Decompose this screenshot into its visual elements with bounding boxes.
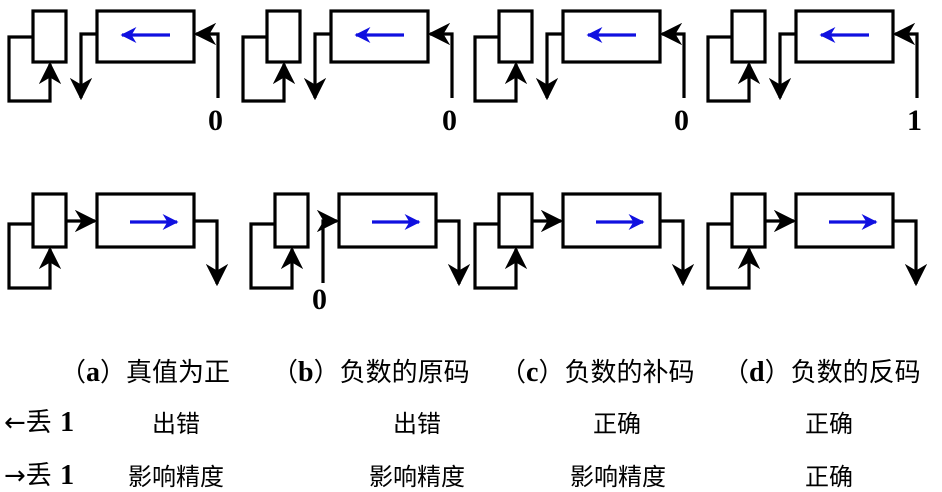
sign-feedback-arrow bbox=[7, 222, 62, 290]
shift-out-arrow bbox=[893, 219, 928, 287]
fill-bit-a-left: 0 bbox=[208, 104, 223, 137]
left-shift-diagrams bbox=[7, 9, 919, 103]
fill-bit-d-left: 1 bbox=[907, 104, 922, 137]
shift-out-arrow bbox=[768, 32, 796, 101]
sign-bit-box bbox=[273, 192, 310, 249]
sign-feedback-arrow bbox=[706, 35, 761, 103]
caption-d: （d）负数的反码 bbox=[723, 357, 921, 388]
cell-right-d: 正确 bbox=[805, 463, 853, 491]
sign-feedback-arrow bbox=[249, 222, 304, 290]
fill-bit-c-left: 0 bbox=[674, 104, 689, 137]
cell-left-b: 出错 bbox=[393, 410, 441, 438]
sign-feedback-arrow bbox=[706, 222, 761, 290]
caption-a: （a）真值为正 bbox=[60, 357, 231, 388]
left-shift-diagram-b bbox=[241, 9, 454, 103]
fill-in-arrow bbox=[659, 22, 686, 98]
fill-in-arrow bbox=[892, 22, 919, 98]
cell-right-c: 影响精度 bbox=[570, 463, 666, 491]
right-shift-diagram-c bbox=[473, 192, 695, 290]
sign-feedback-arrow bbox=[7, 35, 62, 103]
shift-out-arrow bbox=[69, 32, 97, 101]
shift-out-arrow bbox=[194, 219, 229, 287]
fill-in-arrow bbox=[427, 22, 454, 98]
row-label-right-shift: →丢 1 bbox=[4, 460, 75, 491]
sign-feedback-arrow bbox=[241, 35, 296, 103]
caption-b: （b）负数的原码 bbox=[272, 357, 470, 388]
shift-out-arrow bbox=[436, 219, 471, 287]
right-arrow-icon: → bbox=[4, 461, 26, 491]
sign-feedback-arrow bbox=[473, 222, 528, 290]
caption-c: （c）负数的补码 bbox=[500, 357, 695, 388]
left-shift-diagram-c bbox=[473, 9, 686, 103]
row-label-left-shift: ←丢 1 bbox=[4, 407, 75, 438]
cell-right-a: 影响精度 bbox=[128, 463, 224, 491]
shift-out-arrow bbox=[303, 32, 331, 101]
sign-bit-box bbox=[265, 9, 302, 64]
fill-in-arrow bbox=[193, 22, 220, 98]
left-shift-diagram-a bbox=[7, 9, 220, 103]
sign-bit-box bbox=[31, 192, 68, 249]
cell-left-d: 正确 bbox=[805, 410, 853, 438]
right-shift-diagram-b bbox=[249, 192, 471, 290]
left-arrow-icon: ← bbox=[4, 408, 26, 438]
sign-bit-box bbox=[31, 9, 68, 64]
right-shift-diagram-d bbox=[706, 192, 928, 290]
sign-bit-box bbox=[497, 192, 534, 249]
left-shift-diagram-d bbox=[706, 9, 919, 103]
cell-left-a: 出错 bbox=[152, 410, 200, 438]
right-shift-diagram-a bbox=[7, 192, 229, 290]
right-shift-diagrams bbox=[7, 192, 928, 290]
fill-bit-b-left: 0 bbox=[442, 104, 457, 137]
sign-bit-box bbox=[497, 9, 534, 64]
fill-in-arrow bbox=[316, 209, 340, 283]
sign-bit-box bbox=[730, 9, 767, 64]
shift-out-arrow bbox=[535, 32, 563, 101]
fill-bit-b-right: 0 bbox=[312, 283, 327, 316]
sign-feedback-arrow bbox=[473, 35, 528, 103]
shift-out-arrow bbox=[660, 219, 695, 287]
cell-left-c: 正确 bbox=[593, 410, 641, 438]
sign-bit-box bbox=[730, 192, 767, 249]
cell-right-b: 影响精度 bbox=[369, 463, 465, 491]
